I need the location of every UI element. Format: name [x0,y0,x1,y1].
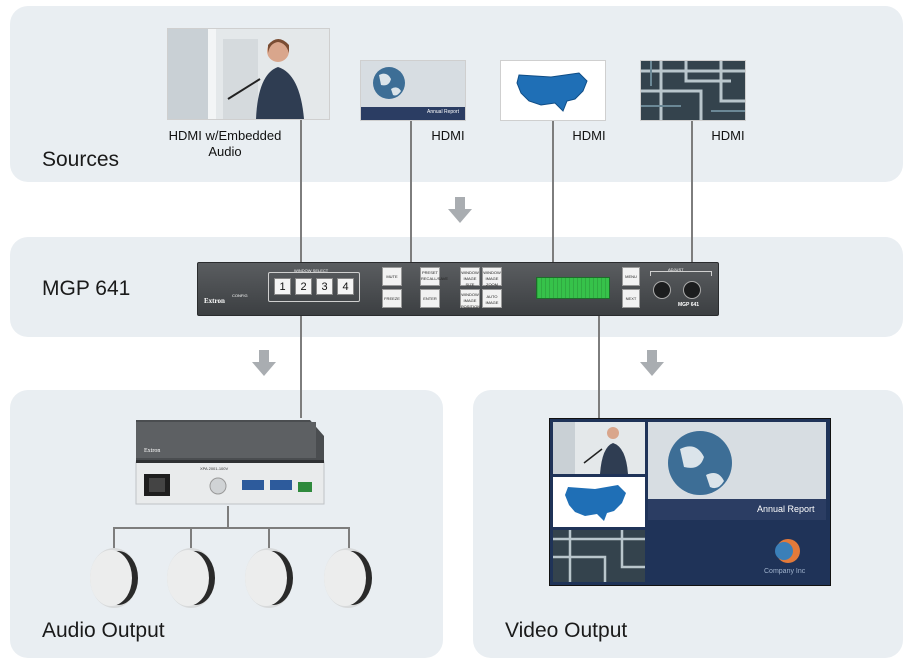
enter-button[interactable]: ENTER [420,289,440,308]
adjust-knob-left[interactable] [653,281,671,299]
adjust-knob-right[interactable] [683,281,701,299]
annual-report-thumb-text: Annual Report [427,109,459,115]
arrow-down-icon [448,197,472,223]
preset-recall-save-button[interactable]: PRESET RECALL/SAVE [420,267,448,286]
device-config-label: CONFIG [232,293,248,298]
speaker-bus [113,527,350,529]
processor-label: MGP 641 [42,277,131,300]
audio-output-label: Audio Output [42,619,165,642]
source4-label: HDMI [711,128,745,143]
source1-label: HDMI w/Embedded Audio [168,128,282,159]
window-select-label: WINDOW SELECT [294,268,329,273]
speaker-icon [245,548,293,608]
amp-model: XPA 2001-100V [200,466,229,471]
auto-image-button[interactable]: AUTO IMAGE [482,289,502,308]
source2-label: HDMI [431,128,465,143]
video-annual-report-text: Annual Report [757,504,815,514]
window-image-size-button[interactable]: WINDOW IMAGE SIZE [460,267,480,287]
speaker-feed-1 [113,527,115,551]
arrow-down-icon [640,350,664,376]
video-output-display: Annual Report Company Inc [549,418,831,586]
window-select-button-1[interactable]: 1 [274,278,291,295]
mgp641-front-panel: Extron CONFIG WINDOW SELECT 1 2 3 4 MUTE… [197,262,719,316]
speaker-drop [227,506,229,528]
connector-video [598,314,600,420]
amp-brand: Extron [144,448,161,454]
window-image-zoom-button[interactable]: WINDOW IMAGE ZOOM [482,267,502,287]
source-industrial-thumbnail [640,60,746,121]
window-select-button-3[interactable]: 3 [316,278,333,295]
connector-audio [300,314,302,418]
amplifier-device: Extron XPA 2001-100V [130,416,326,506]
adjust-label: ADJUST [668,267,684,272]
speaker-icon [90,548,138,608]
speaker-icon [324,548,372,608]
source-usa-map-thumbnail [500,60,606,121]
window-select-group [268,272,360,302]
mute-button[interactable]: MUTE [382,267,402,286]
speaker-feed-4 [348,527,350,551]
connector-source2 [410,119,412,262]
sources-label: Sources [42,148,120,171]
menu-button[interactable]: MENU [622,267,640,286]
speaker-feed-2 [190,527,192,551]
connector-source1 [300,118,302,262]
next-button[interactable]: NEXT [622,289,640,308]
window-image-position-button[interactable]: WINDOW IMAGE POSITION [460,289,480,309]
video-company-text: Company Inc [764,568,806,575]
device-brand: Extron [204,297,225,305]
lcd-display [536,277,610,299]
device-model-label: MGP 641 [678,302,700,308]
arrow-down-icon [252,350,276,376]
connector-source4 [691,119,693,262]
window-select-button-4[interactable]: 4 [337,278,354,295]
source3-label: HDMI [572,128,606,143]
source-presenter-thumbnail [167,28,330,120]
window-select-button-2[interactable]: 2 [295,278,312,295]
speaker-feed-3 [268,527,270,551]
source-annual-report-thumbnail: Annual Report [360,60,466,121]
freeze-button[interactable]: FREEZE [382,289,402,308]
adjust-bracket [650,271,712,276]
video-output-label: Video Output [505,619,628,642]
connector-source3 [552,119,554,262]
speaker-icon [167,548,215,608]
